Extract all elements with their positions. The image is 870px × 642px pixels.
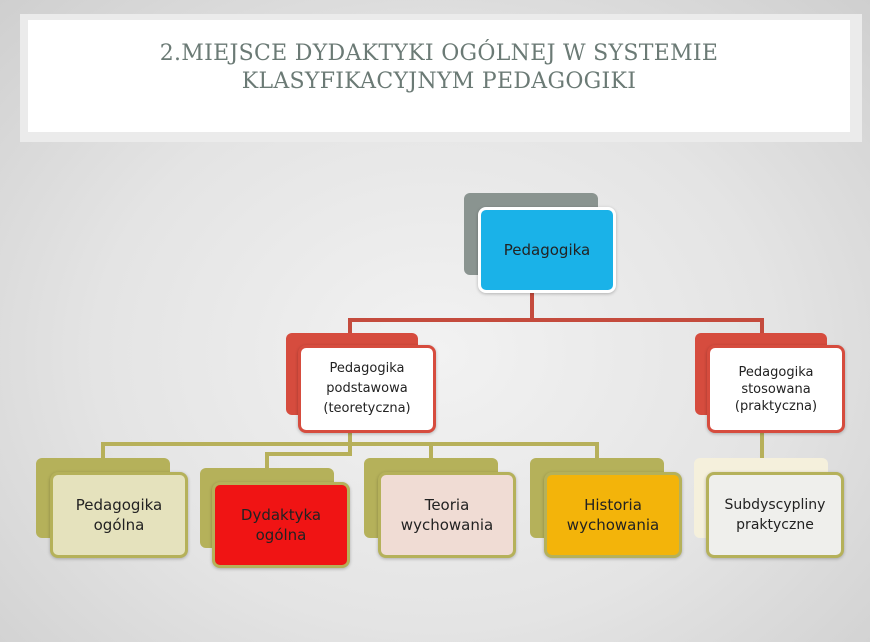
node-ogolna-front: Pedagogika ogólna xyxy=(50,472,188,558)
node-podstawowa-line-3: (teoretyczna) xyxy=(323,401,411,416)
title-panel: 2.MIEJSCE DYDAKTYKI OGÓLNEJ W SYSTEMIE K… xyxy=(20,14,862,142)
node-historia-line-2: wychowania xyxy=(566,516,660,534)
slide-title: 2.MIEJSCE DYDAKTYKI OGÓLNEJ W SYSTEMIE K… xyxy=(28,40,850,96)
node-pedagogika-label: Pedagogika xyxy=(503,241,591,259)
node-podstawowa-line-1: Pedagogika xyxy=(329,361,405,376)
node-subdyscypliny-line-1: Subdyscypliny xyxy=(724,497,826,513)
node-stosowana-line-3: (praktyczna) xyxy=(734,398,818,414)
slide-title-line-2: KLASYFIKACYJNYM PEDAGOGIKI xyxy=(241,69,637,94)
node-stosowana-front: Pedagogika stosowana (praktyczna) xyxy=(707,345,845,433)
node-dydaktyka-line-2: ogólna xyxy=(255,526,307,544)
node-dydaktyka-line-1: Dydaktyka xyxy=(240,506,322,524)
node-teoria-line-1: Teoria xyxy=(424,496,470,514)
node-subdyscypliny-front: Subdyscypliny praktyczne xyxy=(706,472,844,558)
node-stosowana-line-1: Pedagogika xyxy=(738,364,814,380)
node-ogolna-line-1: Pedagogika xyxy=(75,496,163,514)
title-panel-inner: 2.MIEJSCE DYDAKTYKI OGÓLNEJ W SYSTEMIE K… xyxy=(28,20,850,132)
node-podstawowa-line-2: podstawowa xyxy=(326,381,408,396)
node-teoria-line-2: wychowania xyxy=(400,516,494,534)
node-teoria-front: Teoria wychowania xyxy=(378,472,516,558)
node-historia-line-1: Historia xyxy=(584,496,642,514)
slide-title-line-1: 2.MIEJSCE DYDAKTYKI OGÓLNEJ W SYSTEMIE xyxy=(159,41,719,66)
node-dydaktyka-front: Dydaktyka ogólna xyxy=(212,482,350,568)
node-pedagogika-front: Pedagogika xyxy=(478,207,616,293)
node-ogolna-line-2: ogólna xyxy=(93,516,145,534)
node-podstawowa-front: Pedagogika podstawowa (teoretyczna) xyxy=(298,345,436,433)
connector-to-dydaktyka xyxy=(265,442,352,470)
node-stosowana-line-2: stosowana xyxy=(741,381,811,397)
node-subdyscypliny-line-2: praktyczne xyxy=(736,517,814,533)
node-historia-front: Historia wychowania xyxy=(544,472,682,558)
